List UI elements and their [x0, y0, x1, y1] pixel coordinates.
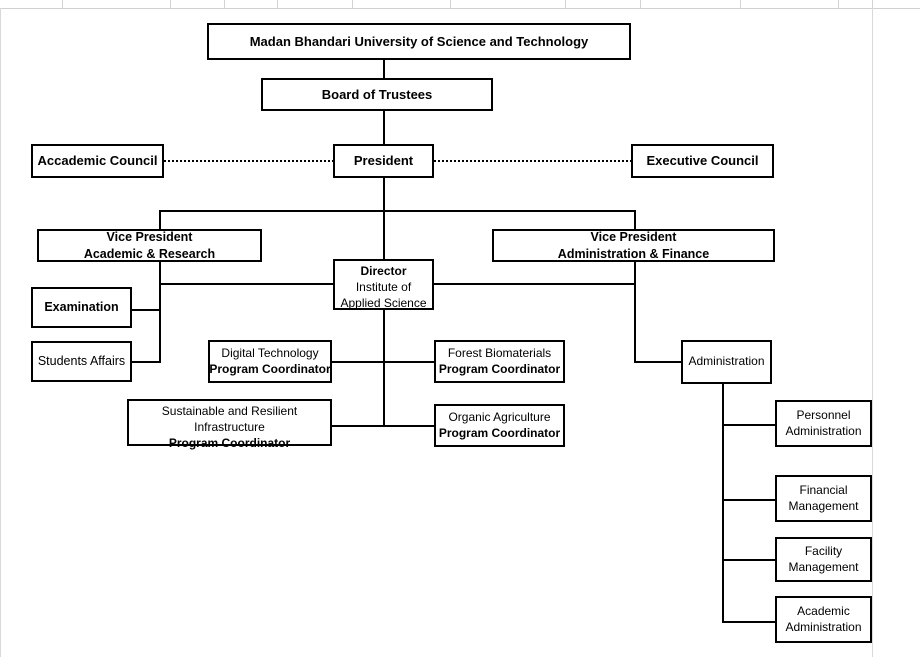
node-president[interactable]: President [333, 144, 434, 178]
node-president-label: President [353, 153, 414, 169]
connector-to-facility-management [722, 559, 775, 561]
node-academic-council-label: Accademic Council [37, 153, 158, 169]
connector-director-right-arm [433, 283, 636, 285]
column-tick [62, 0, 63, 8]
node-sustainable-line3: Program Coordinator [168, 435, 291, 450]
node-forest-biomaterials-program[interactable]: Forest Biomaterials Program Coordinator [434, 340, 565, 383]
node-financial-management[interactable]: Financial Management [775, 475, 872, 522]
column-tick [450, 0, 451, 8]
column-tick [224, 0, 225, 8]
node-vp-admin-line1: Vice President [590, 230, 677, 244]
node-sustainable-resilient-infrastructure-program[interactable]: Sustainable and Resilient Infrastructure… [127, 399, 332, 450]
connector-to-examination [132, 309, 161, 311]
node-director-line3: Applied Science [340, 295, 427, 310]
connector-vp-admin-stem [634, 260, 636, 362]
connector-university-to-board [383, 60, 385, 78]
sheet-left-edge [0, 8, 1, 657]
node-vp-academic-research[interactable]: Vice President Academic & Research [37, 229, 262, 262]
node-administration[interactable]: Administration [681, 340, 772, 384]
node-university-label: Madan Bhandari University of Science and… [249, 33, 589, 49]
node-director-line2: Institute of [355, 279, 412, 294]
node-sustainable-line2: Infrastructure [194, 419, 265, 434]
node-forest-biomaterials-line1: Forest Biomaterials [447, 345, 552, 360]
node-digital-technology-line2: Program Coordinator [209, 361, 331, 376]
column-tick [170, 0, 171, 8]
connector-president-trunk [383, 178, 385, 266]
node-academic-council[interactable]: Accademic Council [31, 144, 164, 178]
node-examination[interactable]: Examination [31, 287, 132, 328]
connector-director-trunk [383, 310, 385, 427]
node-administration-label: Administration [688, 354, 765, 369]
sheet-right-edge [872, 8, 873, 657]
node-digital-technology-program[interactable]: Digital Technology Program Coordinator [208, 340, 332, 383]
node-organic-agriculture-line2: Program Coordinator [438, 425, 561, 440]
node-vp-academic-line2: Academic & Research [83, 246, 216, 261]
connector-to-sustainable-infrastructure [331, 425, 384, 427]
connector-to-organic-agriculture [383, 425, 434, 427]
connector-board-to-president [383, 111, 385, 144]
node-digital-technology-line1: Digital Technology [221, 345, 319, 360]
connector-to-digital-technology [331, 361, 384, 363]
column-tick [352, 0, 353, 8]
node-university[interactable]: Madan Bhandari University of Science and… [207, 23, 631, 60]
connector-president-to-executive-council [434, 160, 632, 162]
node-vp-administration-finance[interactable]: Vice President Administration & Finance [492, 229, 775, 262]
node-director-line1: Director [360, 264, 407, 278]
node-vp-admin-line2: Administration & Finance [557, 246, 710, 261]
column-tick [740, 0, 741, 8]
node-director-institute-applied-science[interactable]: Director Institute of Applied Science [333, 259, 434, 310]
spreadsheet-column-header-strip [0, 0, 920, 9]
column-tick [872, 0, 873, 8]
connector-administration-trunk [722, 384, 724, 623]
node-facility-line2: Management [788, 559, 859, 574]
node-forest-biomaterials-line2: Program Coordinator [438, 361, 561, 376]
node-students-affairs-label: Students Affairs [37, 354, 126, 369]
node-personnel-administration[interactable]: Personnel Administration [775, 400, 872, 447]
node-financial-line1: Financial [799, 482, 848, 497]
connector-bar-to-vp-admin [634, 210, 636, 230]
column-tick [277, 0, 278, 8]
node-organic-agriculture-program[interactable]: Organic Agriculture Program Coordinator [434, 404, 565, 447]
node-academic-admin-line1: Academic [797, 603, 850, 618]
node-board-label: Board of Trustees [321, 86, 433, 102]
connector-president-to-academic-council [164, 160, 334, 162]
node-executive-council-label: Executive Council [646, 153, 759, 169]
connector-bar-to-vp-academic [159, 210, 161, 230]
node-examination-label: Examination [44, 300, 119, 315]
column-tick [640, 0, 641, 8]
node-academic-administration[interactable]: Academic Administration [775, 596, 872, 643]
connector-director-left-arm [159, 283, 334, 285]
node-organic-agriculture-line1: Organic Agriculture [448, 409, 551, 424]
node-personnel-line1: Personnel [796, 407, 851, 422]
node-financial-line2: Management [788, 498, 859, 513]
column-tick [838, 0, 839, 8]
node-facility-management[interactable]: Facility Management [775, 537, 872, 582]
connector-to-personnel-administration [722, 424, 775, 426]
connector-to-administration [634, 361, 682, 363]
node-personnel-line2: Administration [785, 423, 862, 438]
node-academic-admin-line2: Administration [785, 619, 862, 634]
node-sustainable-line1: Sustainable and Resilient [161, 404, 298, 418]
connector-to-financial-management [722, 499, 775, 501]
node-executive-council[interactable]: Executive Council [631, 144, 774, 178]
node-students-affairs[interactable]: Students Affairs [31, 341, 132, 382]
node-board-of-trustees[interactable]: Board of Trustees [261, 78, 493, 111]
column-tick [565, 0, 566, 8]
connector-to-students-affairs [132, 361, 161, 363]
connector-vp-academic-stem [159, 260, 161, 363]
connector-vp-bar [159, 210, 636, 212]
connector-to-academic-administration [722, 621, 775, 623]
connector-to-forest-biomaterials [383, 361, 434, 363]
node-vp-academic-line1: Vice President [106, 230, 193, 244]
node-facility-line1: Facility [804, 543, 843, 558]
